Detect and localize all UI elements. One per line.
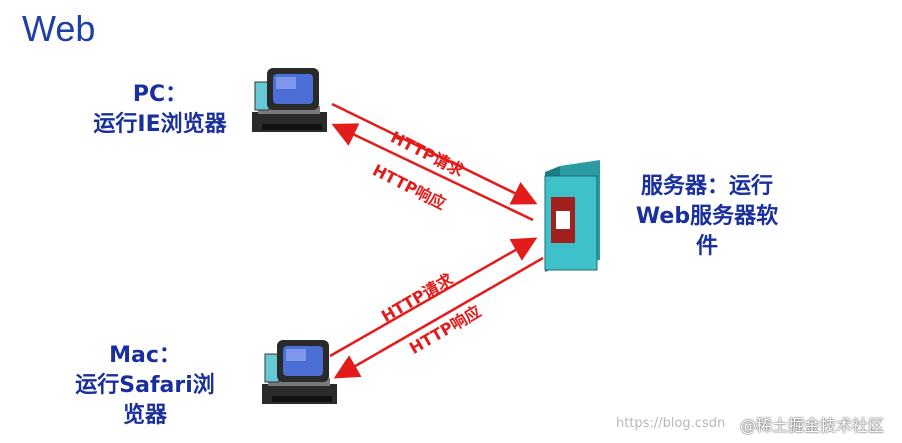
server-label-line3: 件	[695, 234, 718, 259]
pc-label-line1: PC：	[132, 82, 188, 107]
bottom-response-arrow	[333, 256, 544, 379]
mac-label-line1: Mac：	[109, 343, 181, 368]
server-icon	[544, 160, 600, 272]
mac-label-line2: 运行Safari浏	[75, 373, 215, 398]
mac-label: Mac： 运行Safari浏 览器	[60, 341, 230, 431]
mac-computer-icon	[262, 340, 337, 404]
mac-label-line3: 览器	[122, 403, 167, 428]
pc-label-line2: 运行IE浏览器	[93, 112, 227, 137]
top-response-arrow	[331, 123, 534, 222]
server-label-line2: Web服务器软	[635, 204, 779, 229]
page-title: Web	[22, 8, 96, 49]
watermark-url: https://blog.csdn	[616, 416, 726, 431]
watermark-brand: @稀土掘金技术社区	[740, 416, 885, 435]
server-label-line1: 服务器：运行	[640, 174, 773, 199]
server-label: 服务器：运行 Web服务器软 件	[622, 172, 792, 262]
pc-label: PC： 运行IE浏览器	[70, 80, 250, 140]
bottom-request-arrow	[329, 237, 538, 358]
pc-computer-icon	[252, 68, 327, 132]
top-request-arrow	[331, 102, 538, 205]
